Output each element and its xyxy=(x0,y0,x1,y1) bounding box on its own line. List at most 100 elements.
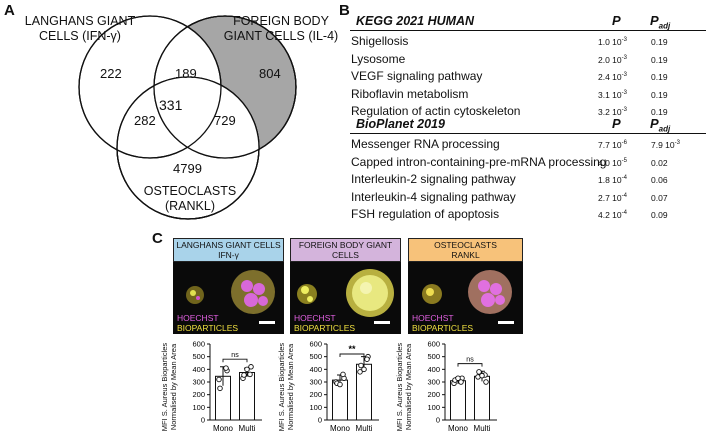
data-point xyxy=(358,362,364,369)
y-tick-label: 300 xyxy=(192,378,205,387)
data-point xyxy=(361,366,367,373)
venn-count-osteo-only: 4799 xyxy=(173,161,202,176)
bioplanet-row-padj-mantissa: 0.02 xyxy=(651,157,668,168)
venn-foreign-line2: GIANT CELLS (IL-4) xyxy=(223,29,339,43)
data-point xyxy=(337,381,343,388)
bioplanet-row-p-mantissa: 4.0 10 xyxy=(598,157,622,168)
kegg-row-padj-value: 0.19 xyxy=(651,90,668,100)
bioplanet-row-p-exponent: -6 xyxy=(621,140,627,147)
condition-name: OSTEOCLASTS xyxy=(434,240,497,250)
micrograph-foreign xyxy=(290,262,401,334)
data-point xyxy=(458,379,464,385)
venn-foreign-line1: FOREIGN BODY xyxy=(233,14,329,28)
bioplanet-row-p-exponent: -4 xyxy=(621,192,627,199)
kegg-row-p-mantissa: 3.1 10 xyxy=(598,89,622,100)
y-tick-label: 500 xyxy=(309,352,322,361)
micrograph-foreign-cells xyxy=(297,269,394,317)
data-point xyxy=(479,372,485,379)
kegg-row-p-value: 3.2 10-3 xyxy=(598,107,627,117)
panel-label-c: C xyxy=(152,230,163,247)
significance-label: ns xyxy=(231,352,239,359)
y-axis-label-line2: Normalised by Mean Area xyxy=(169,343,178,431)
category-label: Multi xyxy=(474,424,491,433)
label-hoechst: HOECHST xyxy=(294,313,336,323)
kegg-row-p-mantissa: 2.0 10 xyxy=(598,54,622,65)
y-axis-label-line2: Normalised by Mean Area xyxy=(404,343,413,431)
bioplanet-row-p-value: 2.7 10-4 xyxy=(598,193,627,203)
bioplanet-row-padj-value: 0.07 xyxy=(651,193,668,203)
kegg-row-padj-value: 0.19 xyxy=(651,107,668,117)
kegg-title: KEGG 2021 HUMAN xyxy=(356,14,475,28)
kegg-row-p-value: 1.0 10-3 xyxy=(598,37,627,47)
y-tick-label: 100 xyxy=(309,403,322,412)
y-tick-label: 200 xyxy=(192,390,205,399)
category-label: Mono xyxy=(330,424,351,433)
panel-label-a: A xyxy=(4,2,15,19)
bioplanet-row-p-value: 7.7 10-6 xyxy=(598,140,627,150)
data-point xyxy=(244,366,250,373)
kegg-row-p-exponent: -3 xyxy=(621,37,627,44)
data-point xyxy=(248,364,254,370)
bioplanet-p-header: P xyxy=(612,116,621,131)
condition-name: LANGHANS GIANT CELLS xyxy=(176,240,281,250)
micrograph-osteo xyxy=(408,262,523,334)
data-point xyxy=(217,385,223,392)
y-tick-label: 600 xyxy=(192,340,205,349)
kegg-padj-header: Padj xyxy=(650,13,670,31)
venn-count-foreign-osteo: 729 xyxy=(214,113,236,128)
bioplanet-row-term: Capped intron-containing-pre-mRNA proces… xyxy=(351,154,607,169)
category-label: Mono xyxy=(213,424,234,433)
significance-label: ns xyxy=(466,357,474,364)
kegg-p-header: P xyxy=(612,13,621,28)
venn-count-langhans-osteo: 282 xyxy=(134,113,156,128)
y-tick-label: 400 xyxy=(427,365,440,374)
bioplanet-padj-sub: adj xyxy=(658,124,671,134)
y-tick-label: 300 xyxy=(427,378,440,387)
bioplanet-row-padj-mantissa: 7.9 10 xyxy=(651,140,675,150)
y-tick-label: 0 xyxy=(436,416,440,425)
kegg-row-p-mantissa: 1.0 10 xyxy=(598,37,622,47)
kegg-row-padj-mantissa: 0.19 xyxy=(651,89,668,100)
kegg-row-p-value: 3.1 10-3 xyxy=(598,90,627,100)
data-point xyxy=(455,375,461,381)
bioplanet-row-p-value: 4.2 10-4 xyxy=(598,210,627,220)
scale-bar xyxy=(498,321,514,324)
venn-count-foreign-only: 804 xyxy=(259,66,281,81)
y-tick-label: 500 xyxy=(427,352,440,361)
category-label: Multi xyxy=(356,424,373,433)
scale-bar xyxy=(259,321,275,324)
scale-bar xyxy=(374,321,390,324)
y-tick-label: 0 xyxy=(318,416,322,425)
category-label: Mono xyxy=(448,424,469,433)
category-label: Multi xyxy=(239,424,256,433)
bioplanet-row-p-mantissa: 1.8 10 xyxy=(598,175,622,185)
panel-label-b: B xyxy=(339,2,350,19)
bioplanet-row-padj-mantissa: 0.06 xyxy=(651,175,668,185)
label-bioparticles: BIOPARTICLES xyxy=(294,323,356,333)
data-point xyxy=(357,369,363,375)
bioplanet-row-term: Messenger RNA processing xyxy=(351,137,500,151)
y-tick-label: 200 xyxy=(427,390,440,399)
data-point xyxy=(247,371,253,378)
data-point xyxy=(364,356,370,362)
condition-header: FOREIGN BODY GIANT CELLSIL-4 xyxy=(290,238,401,270)
micrograph-langhans-cells xyxy=(186,270,275,314)
kegg-row-p-exponent: -3 xyxy=(621,72,627,79)
condition-stimulus: IFN-γ xyxy=(218,250,239,260)
venn-count-langhans-only: 222 xyxy=(100,66,122,81)
label-bioparticles: BIOPARTICLES xyxy=(412,323,474,333)
kegg-rule xyxy=(350,30,706,31)
bioplanet-row-term: Interleukin-2 signaling pathway xyxy=(351,172,516,186)
venn-osteo-line2: (RANKL) xyxy=(164,199,215,213)
y-axis-label-line2: Normalised by Mean Area xyxy=(286,343,295,431)
bioplanet-row-p-exponent: -4 xyxy=(621,175,627,182)
bioplanet-row-padj-value: 0.06 xyxy=(651,175,668,185)
significance-bracket xyxy=(222,358,248,363)
